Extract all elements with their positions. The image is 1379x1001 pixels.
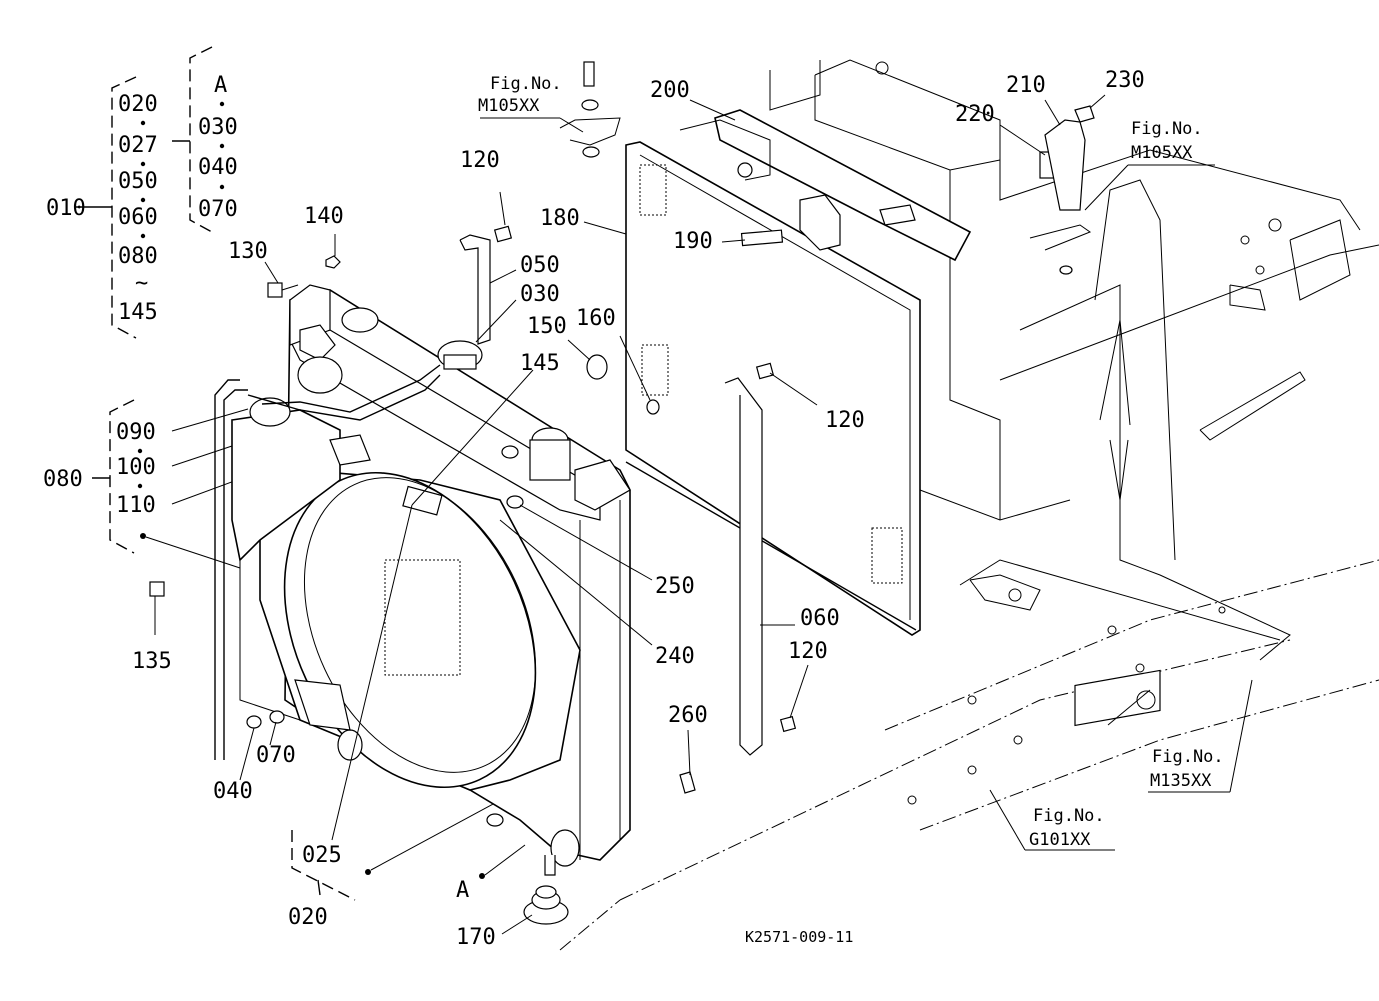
callout-A: A [456, 878, 469, 903]
group-010-bracket: 010 020 027 050 060 080 ~ 145 [46, 76, 190, 339]
callout-160: 160 [576, 306, 616, 331]
group-010-item: ~ [135, 271, 148, 296]
group-010-item: 027 [118, 133, 158, 158]
figure-references: Fig.No. M105XX Fig.No. M105XX Fig.No. M1… [478, 74, 1224, 850]
callout-040: 040 [213, 779, 253, 804]
group-020-bracket: 020 025 [288, 775, 546, 930]
callout-180: 180 [540, 206, 580, 231]
callout-140: 140 [304, 204, 344, 229]
fan-grille [384, 559, 461, 676]
callout-145: 145 [520, 351, 560, 376]
callout-260: 260 [668, 703, 708, 728]
radiator-assembly [214, 284, 631, 876]
drawing-id: K2571-009-11 [745, 928, 853, 946]
radiator-cover-180 [625, 141, 921, 636]
group-A-item: 030 [198, 115, 238, 140]
fig-ref-number: M105XX [1131, 143, 1193, 163]
callout-labels: 120 140 130 050 030 145 150 160 180 190 … [132, 68, 1145, 950]
fig-ref-prefix: Fig.No. [1033, 806, 1105, 826]
callout-120: 120 [460, 148, 500, 173]
fig-ref-number: M135XX [1150, 771, 1212, 791]
group-010-item: 050 [118, 169, 158, 194]
group-010-label: 010 [46, 196, 86, 221]
group-010-item: 080 [118, 244, 158, 269]
group-A-bracket: A 030 040 070 [189, 46, 238, 233]
chassis-frame [619, 59, 1379, 901]
callout-250: 250 [655, 574, 695, 599]
callout-170: 170 [456, 925, 496, 950]
group-010-item: 145 [118, 300, 158, 325]
group-A-item: 070 [198, 197, 238, 222]
group-A-label: A [214, 73, 227, 98]
callout-060: 060 [800, 606, 840, 631]
leader-lines [154, 94, 1253, 951]
callout-200: 200 [650, 78, 690, 103]
callout-030: 030 [520, 282, 560, 307]
stay-050 [459, 234, 491, 345]
callout-070: 070 [256, 743, 296, 768]
fig-ref-prefix: Fig.No. [1131, 119, 1203, 139]
fig-ref-number: M105XX [478, 96, 540, 116]
group-020-label: 020 [288, 905, 328, 930]
callout-135: 135 [132, 649, 172, 674]
callout-190: 190 [673, 229, 713, 254]
stay-060 [724, 377, 763, 756]
callout-130: 130 [228, 239, 268, 264]
callout-230: 230 [1105, 68, 1145, 93]
callout-210: 210 [1006, 73, 1046, 98]
fig-ref-prefix: Fig.No. [1152, 747, 1224, 767]
callout-150: 150 [527, 314, 567, 339]
callout-240: 240 [655, 644, 695, 669]
callout-120: 120 [825, 408, 865, 433]
callout-220: 220 [955, 102, 995, 127]
callout-050: 050 [520, 253, 560, 278]
group-A-item: 040 [198, 155, 238, 180]
reservoir-cap [249, 397, 291, 427]
group-010-item: 020 [118, 92, 158, 117]
upper-bracket-200 [679, 109, 972, 262]
group-080-item: 100 [116, 455, 156, 480]
group-080-item: 110 [116, 493, 156, 518]
callout-120: 120 [788, 639, 828, 664]
group-010-item: 060 [118, 205, 158, 230]
group-080-item: 090 [116, 420, 156, 445]
fig-ref-prefix: Fig.No. [490, 74, 562, 94]
group-020-item: 025 [302, 843, 342, 868]
vent-grille [639, 164, 903, 584]
group-080-label: 080 [43, 467, 83, 492]
small-hardware [149, 61, 1095, 925]
fig-ref-number: G101XX [1029, 830, 1091, 850]
